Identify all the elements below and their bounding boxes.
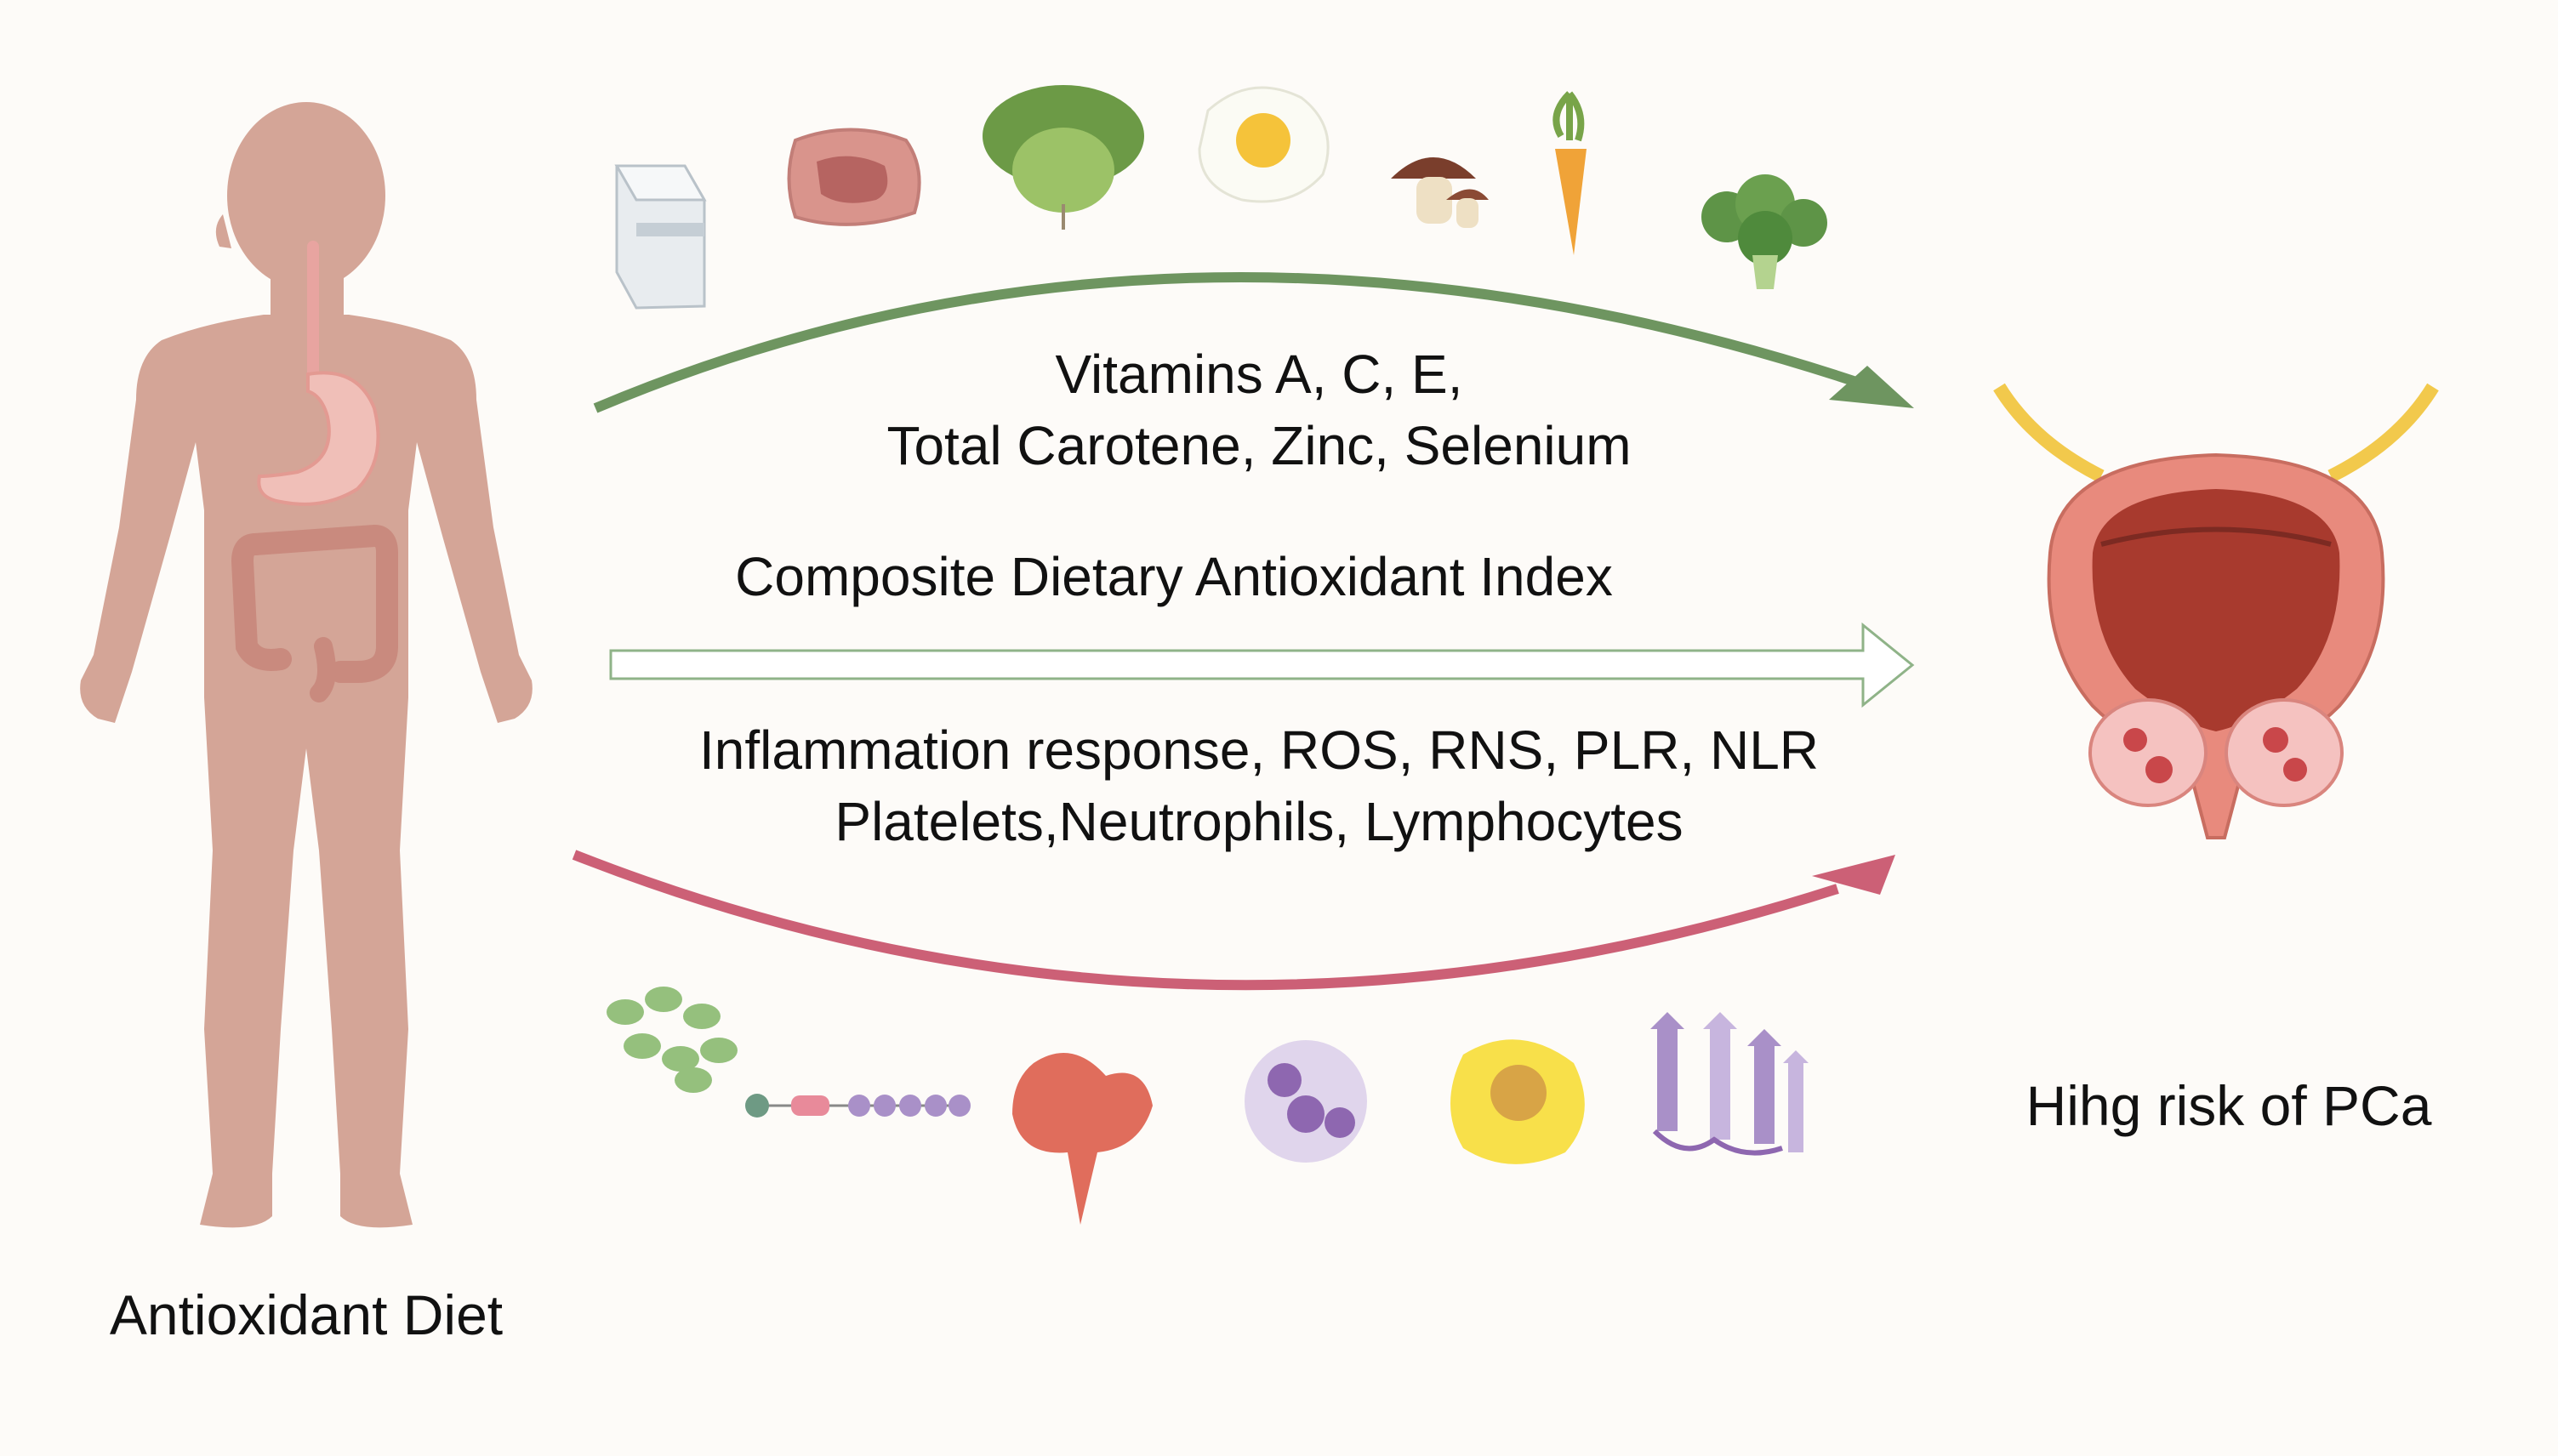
composite-index-label: Composite Dietary Antioxidant Index: [735, 546, 1613, 607]
bottom-pathway-line2: Platelets,Neutrophils, Lymphocytes: [835, 791, 1683, 852]
lymphocyte-icon: [1450, 1039, 1585, 1164]
carrot-icon: [1552, 91, 1587, 255]
bladder-prostate-icon: [1993, 383, 2439, 839]
organ-label: Hihg risk of PCa: [2025, 1074, 2432, 1137]
broccoli-icon: [1701, 174, 1827, 289]
milk-carton-icon: [614, 164, 707, 310]
body-label: Antioxidant Diet: [109, 1283, 504, 1346]
red-curved-arrow: [572, 850, 1839, 991]
molecule-chain-icon: [745, 1094, 971, 1118]
lettuce-icon: [983, 85, 1144, 230]
protein-structure-icon: [1650, 1012, 1809, 1156]
bottom-pathway-line1: Inflammation response, ROS, RNS, PLR, NL…: [698, 719, 1820, 781]
green-curved-arrow: [593, 271, 1873, 413]
fried-egg-icon: [1198, 86, 1330, 203]
neutrophil-icon: [1245, 1040, 1367, 1163]
meat-icon: [787, 128, 921, 226]
top-pathway-line1: Vitamins A, C, E,: [1055, 344, 1463, 405]
human-body-icon: [80, 102, 533, 1228]
green-arrowhead: [1829, 366, 1914, 408]
platelet-icon: [1012, 1053, 1153, 1225]
top-pathway-line2: Total Carotene, Zinc, Selenium: [886, 415, 1632, 476]
hollow-arrow: [609, 622, 1915, 708]
cells-icon: [607, 987, 738, 1093]
red-arrowhead: [1812, 855, 1895, 895]
mushroom-icon: [1391, 157, 1489, 228]
